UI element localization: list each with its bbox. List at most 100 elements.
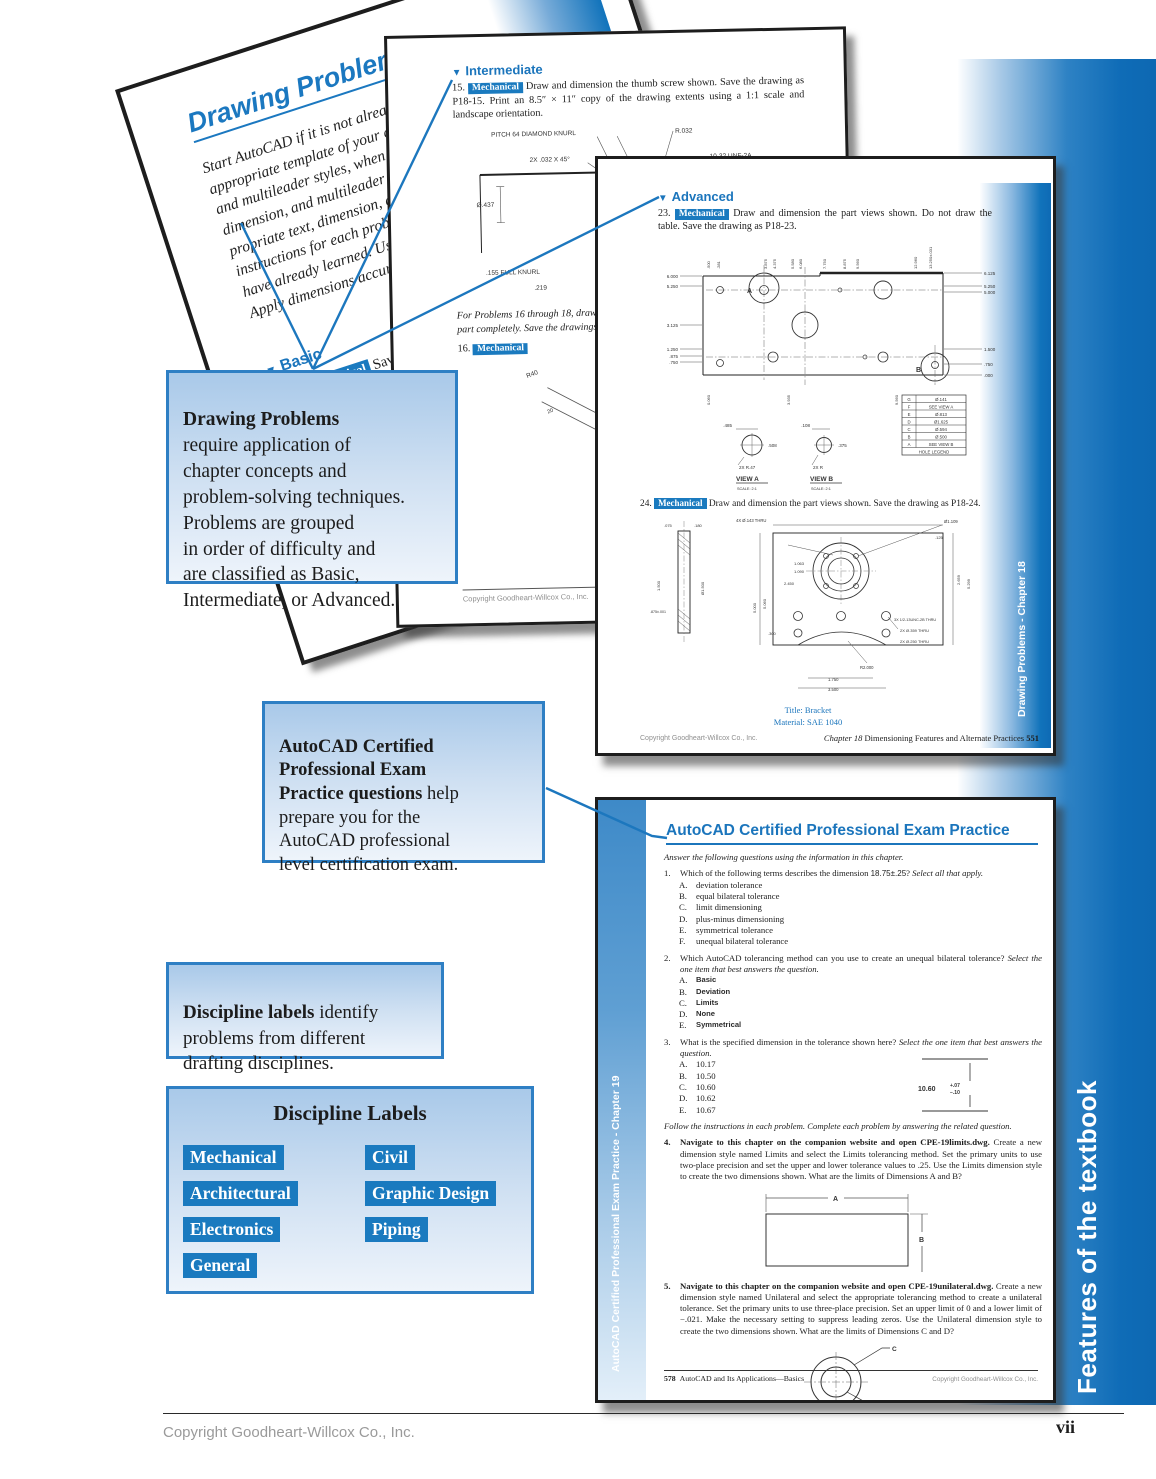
dim-label: 12.960 [913, 256, 918, 269]
callout-discipline-labels: Discipline labels identify problems from… [166, 962, 444, 1074]
technical-drawing-p18-24: .180 .075 1.500 Ø1.500 .875±.001 [650, 518, 971, 692]
dim-label: 8.875 [842, 258, 847, 269]
discipline-labels-box: Discipline Labels Mechanical Civil Archi… [166, 1086, 534, 1294]
option-letter: B. [679, 891, 687, 902]
problem-24: 24. Mechanical Draw and dimension the pa… [640, 498, 1050, 509]
discipline-chip-mechanical: Mechanical [472, 343, 529, 356]
dim-label: Ø1.109 [944, 519, 958, 524]
option-letter: C. [679, 1082, 687, 1093]
q3-option: D.10.62 [679, 1093, 1042, 1104]
features-band-label: Features of the textbook [1072, 1080, 1102, 1394]
q1-option: E.symmetrical tolerance [679, 925, 1042, 936]
q1-option: A.deviation tolerance [679, 880, 1042, 891]
option-text: unequal bilateral tolerance [696, 936, 789, 947]
option-letter: D. [679, 1093, 688, 1104]
dim-label: 5.250 [984, 284, 996, 289]
option-text: 10.50 [696, 1070, 716, 1081]
option-letter: A. [679, 975, 688, 986]
option-letter: B. [679, 1070, 687, 1081]
dim-label: 3.875 [763, 258, 768, 269]
option-letter: E. [679, 924, 687, 935]
scale-label: SCALE: 2:1 [811, 487, 831, 491]
option-text: Deviation [696, 986, 731, 996]
view-b-label: VIEW B [810, 476, 833, 483]
label-graphic-design: Graphic Design [365, 1181, 497, 1206]
title-block: Title: Bracket Material: SAE 1040 [658, 704, 958, 729]
option-letter: E. [679, 1020, 687, 1031]
dim-label: .108 [801, 423, 810, 428]
item-number: 24. [640, 499, 652, 509]
dim-label: 5.299 [966, 578, 971, 589]
q1-option: F. unequal bilateral tolerance [679, 936, 1042, 947]
callout-exam-practice: AutoCAD Certified Professional Exam Prac… [262, 701, 545, 875]
option-text: 10.67 [696, 1104, 716, 1115]
dim-label: 5.060 [762, 598, 767, 609]
dim-label: 1.750 [828, 677, 839, 682]
dim-label: 1.500 [656, 580, 661, 591]
question-number: 1. [664, 868, 671, 879]
option-letter: D. [679, 1009, 688, 1020]
scale-label: SCALE: 2:1 [737, 487, 757, 491]
legend-cell: D [907, 420, 910, 425]
dim-label: 6.125 [984, 271, 996, 276]
dim-label: 20 [546, 408, 554, 416]
option-letter: A. [679, 879, 688, 890]
dim-label: 2X Ø.250 THRU [900, 639, 929, 644]
option-text: 10.17 [696, 1059, 716, 1070]
dim-label: .750 [984, 362, 993, 367]
title-block-material: Material: SAE 1040 [773, 717, 843, 728]
dim-label: 2X R.47 [739, 465, 756, 470]
dim-label: .508 [768, 443, 777, 448]
label-electronics: Electronics [183, 1217, 281, 1242]
dim-label: 3X 1/2-13UNC-2B THRU [894, 618, 936, 622]
q2-option: E.Symmetrical [679, 1020, 1042, 1031]
callout-bold-text: Discipline labels [183, 1002, 315, 1024]
intermediate-heading-text: Intermediate [465, 61, 543, 79]
page3-copyright: Copyright Goodheart-Willcox Co., Inc. [640, 735, 758, 742]
page3-sidebar-label: Drawing Problems - Chapter 18 [1016, 561, 1028, 717]
dim-label: R40 [525, 369, 539, 380]
callout-text: require application of chapter concepts … [183, 434, 406, 612]
exam-practice-title-text: AutoCAD Certified Professional Exam Prac… [666, 822, 1010, 839]
triangle-icon: ▼ [451, 67, 462, 79]
dim-label-c: C [892, 1346, 897, 1353]
item-text: Draw and dimension the part views shown.… [658, 208, 992, 233]
exam-intro: Answer the following questions using the… [664, 852, 904, 862]
bottom-footer-rule [163, 1413, 1124, 1414]
option-letter: F. [679, 936, 686, 947]
discipline-chip-mechanical: Mechanical [674, 209, 729, 221]
question-instruction: Select all that apply. [912, 868, 984, 879]
dim-label-a: A [833, 1196, 838, 1203]
legend-cell: Ø.594 [935, 427, 947, 432]
option-text: Basic [696, 975, 717, 985]
dim-label: 2.659 [956, 574, 961, 585]
dim-label: 13.250±.031 [928, 246, 933, 269]
dim-label: R.032 [675, 128, 693, 135]
page4-copyright: Copyright Goodheart-Willcox Co., Inc. [932, 1376, 1038, 1383]
label-piping: Piping [365, 1217, 428, 1242]
dim-label: 10.60 [918, 1086, 936, 1093]
problem-16: 16. Mechanical [457, 342, 529, 356]
legend-cell: F [908, 405, 911, 410]
question-bold-text: Navigate to this chapter on the companio… [680, 1280, 994, 1291]
dim-label: Ø.437 [476, 202, 494, 209]
option-letter: D. [679, 913, 688, 924]
question-4: 4. Navigate to this chapter on the compa… [664, 1137, 1042, 1182]
question-number: 3. [664, 1036, 671, 1047]
dim-label: 5.000 [984, 290, 996, 295]
question-1: 1. Which of the following terms describe… [664, 868, 1042, 879]
question-text: Create a new dimension style named Unila… [680, 1280, 1042, 1336]
dim-label: 3.500 [828, 687, 839, 692]
question-text: Which AutoCAD tolerancing method can you… [680, 952, 1008, 963]
page-exam-practice: AutoCAD Certified Professional Exam Prac… [595, 797, 1056, 1403]
item-number: 15. [451, 82, 466, 94]
dim-label: 5.000 [752, 602, 757, 613]
dim-label: 1.500 [984, 347, 996, 352]
question-number: 5. [664, 1280, 671, 1291]
callout-bold-text: Drawing Problems [183, 408, 340, 430]
q3-option: B. 10.50 [679, 1071, 1042, 1082]
question-2: 2. Which AutoCAD tolerancing method can … [664, 953, 1042, 976]
option-letter: E. [679, 1104, 687, 1115]
dim-label: PITCH 64 DIAMOND KNURL [491, 130, 576, 139]
